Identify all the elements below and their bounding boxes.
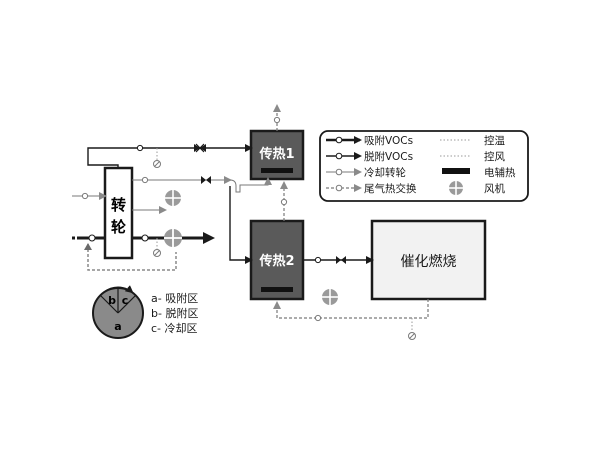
main-outlet-fan-icon [164,229,182,247]
heat-exchanger-1: 传热1 [249,129,305,181]
cooling-inlet-line [72,192,107,200]
zone-a-desc: a- 吸附区 [151,291,198,305]
rotor-label-1: 转 [111,196,126,214]
legend-fan: 风机 [484,182,505,195]
control-valve-2-icon [153,249,161,257]
legend-desorb: 脱附VOCs [364,150,413,163]
zone-b-desc: b- 脱附区 [151,306,198,320]
catalytic-combustion-unit: 催化燃烧 [370,219,487,301]
control-valve-3-icon [408,332,416,340]
control-valve-1-icon [153,160,161,168]
legend-tail-gas: 尾气热交换 [364,182,417,195]
legend-cooling: 冷却转轮 [364,166,406,179]
heat1-label: 传热1 [258,146,294,162]
legend-fan-icon [449,181,463,195]
zone-c-desc: c- 冷却区 [151,322,198,335]
cooling-line [132,176,272,193]
heat2-to-catalytic-line [303,256,374,264]
legend-temp-control: 控温 [484,134,505,147]
catalytic-return-line [273,299,429,322]
heat1-electric-heater [261,168,293,173]
legend-electric-heat: 电辅热 [484,166,516,179]
legend-adsorb: 吸附VOCs [364,134,413,147]
rotor-to-heat2-line [229,186,253,264]
desorb-line-top [87,143,253,168]
cooling-fan-icon [132,190,181,214]
control-lines [153,148,416,340]
rotor-unit: 转 轮 [103,166,134,260]
rotor-zone-diagram: b c a [92,285,144,339]
adsorb-inlet-line [72,232,215,244]
rotor-label-2: 轮 [111,218,126,236]
recirculation-loop [84,243,177,271]
catalytic-label: 催化燃烧 [401,253,457,270]
return-fan-icon [322,289,338,305]
heat1-exhaust [273,104,281,131]
legend-air-control: 控风 [484,150,505,163]
heat-exchanger-2: 传热2 [249,219,305,301]
heat2-to-heat1-tail [280,181,288,221]
legend-heater-icon [442,168,470,174]
heat2-label: 传热2 [258,253,294,269]
zone-b-mark: b [108,294,116,307]
heat2-electric-heater [261,287,293,292]
zone-c-mark: c [122,294,129,307]
zone-a-mark: a [114,320,121,333]
legend: 吸附VOCs 脱附VOCs 冷却转轮 尾气热交换 控温 控风 电辅热 风机 [319,130,529,202]
